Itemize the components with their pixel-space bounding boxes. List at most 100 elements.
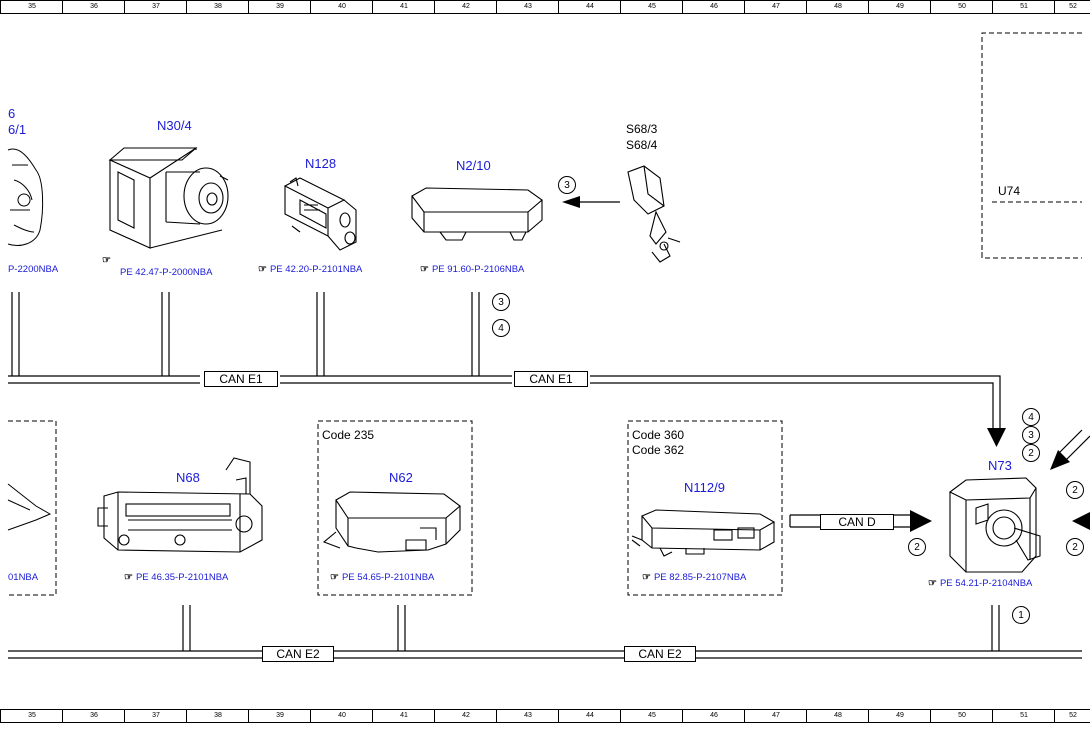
ref-text-n73: PE 54.21-P-2104NBA — [939, 578, 1033, 589]
ruler-cell: 43 — [496, 1, 559, 13]
partial-component-label-2: 6/1 — [8, 122, 27, 137]
ruler-cell: 39 — [248, 1, 311, 13]
pointing-hand-icon: ☞ — [928, 578, 937, 589]
s68-drawing — [627, 165, 681, 263]
can-d-bus — [789, 514, 910, 528]
partial-component-ref[interactable]: P-2200NBA — [8, 264, 59, 275]
callout-2: 2 — [1022, 444, 1040, 462]
ref-text-n2-10: PE 91.60-P-2106NBA — [431, 264, 525, 275]
u74-box — [981, 32, 1082, 259]
option-code-360: Code 360 — [632, 428, 685, 442]
s68-arrow — [562, 196, 580, 208]
ref-link-n30-4[interactable]: ☞ PE 42.47-P-2000NBA — [102, 255, 212, 279]
ruler-cell: 52 — [1054, 1, 1090, 13]
ref-link-n68[interactable]: ☞PE 46.35-P-2101NBA — [124, 572, 228, 584]
callout-2: 2 — [1066, 481, 1084, 499]
pointing-hand-icon: ☞ — [330, 572, 339, 583]
ref-text-n30-4: PE 42.47-P-2000NBA — [120, 267, 213, 278]
component-label-n30-4: N30/4 — [157, 118, 192, 133]
can-d-arrow — [910, 510, 932, 532]
ref-link-n112-9[interactable]: ☞PE 82.85-P-2107NBA — [642, 572, 746, 584]
callout-2: 2 — [908, 538, 926, 556]
callout-4: 4 — [1022, 408, 1040, 426]
ruler-cell: 45 — [620, 1, 683, 13]
ruler-cell: 48 — [806, 1, 869, 13]
ruler-cell: 51 — [992, 710, 1055, 722]
ruler-cell: 42 — [434, 1, 497, 13]
component-label-n62: N62 — [389, 470, 413, 485]
ruler-cell: 44 — [558, 1, 621, 13]
ruler-cell: 40 — [310, 1, 373, 13]
ruler-cell: 35 — [0, 1, 63, 13]
code360-box — [627, 420, 783, 596]
option-code-235: Code 235 — [322, 428, 375, 442]
callout-2: 2 — [1066, 538, 1084, 556]
callout-3: 3 — [558, 176, 576, 194]
can-e1-bus — [8, 292, 1001, 428]
partial-component-top — [7, 148, 44, 246]
bus-label-can-e2: CAN E2 — [262, 646, 334, 662]
ruler-cell: 35 — [0, 710, 63, 722]
ruler-cell: 44 — [558, 710, 621, 722]
ruler-cell: 40 — [310, 710, 373, 722]
bus-label-can-e1: CAN E1 — [514, 371, 588, 387]
ruler-cell: 51 — [992, 1, 1055, 13]
ruler-cell: 37 — [124, 1, 187, 13]
ref-text-n112-9: PE 82.85-P-2107NBA — [653, 572, 747, 583]
component-label-n112-9: N112/9 — [684, 480, 725, 495]
ruler-cell: 47 — [744, 1, 807, 13]
pointing-hand-icon: ☞ — [124, 572, 133, 583]
ref-link-n128[interactable]: ☞PE 42.20-P-2101NBA — [258, 264, 362, 276]
partial-component-ref-bottom[interactable]: 01NBA — [8, 572, 39, 583]
n62-drawing — [322, 491, 461, 553]
component-label-n68: N68 — [176, 470, 200, 485]
pointing-hand-icon: ☞ — [642, 572, 651, 583]
ruler-cell: 36 — [62, 1, 125, 13]
ruler-cell: 43 — [496, 710, 559, 722]
switch-label-s68-4: S68/4 — [626, 138, 658, 152]
bus-label-can-d: CAN D — [820, 514, 894, 530]
grid-ruler-bottom: 35 36 37 38 39 40 41 42 43 44 45 46 47 4… — [0, 709, 1090, 723]
component-label-n128: N128 — [305, 156, 337, 171]
ruler-cell: 46 — [682, 1, 745, 13]
ruler-cell: 50 — [930, 710, 993, 722]
can-e1-arrow — [987, 428, 1006, 447]
pointing-hand-icon: ☞ — [102, 255, 111, 266]
ruler-cell: 52 — [1054, 710, 1090, 722]
code235-box — [317, 420, 473, 596]
ref-link-n73[interactable]: ☞PE 54.21-P-2104NBA — [928, 578, 1032, 590]
ruler-cell: 36 — [62, 710, 125, 722]
can-e2-bus — [8, 605, 1082, 659]
right-arrow-left — [1072, 512, 1090, 530]
callout-3: 3 — [1022, 426, 1040, 444]
pointing-hand-icon: ☞ — [420, 264, 429, 275]
n2-10-drawing — [411, 187, 543, 241]
switch-label-s68-3: S68/3 — [626, 122, 658, 136]
left-partial-box — [8, 420, 57, 596]
ruler-cell: 42 — [434, 710, 497, 722]
ruler-cell: 49 — [868, 1, 931, 13]
grid-ruler-top: 35 36 37 38 39 40 41 42 43 44 45 46 47 4… — [0, 0, 1090, 14]
ruler-cell: 50 — [930, 1, 993, 13]
n68-drawing — [97, 457, 263, 553]
callout-3: 3 — [492, 293, 510, 311]
component-label-n73: N73 — [988, 458, 1012, 473]
n128-drawing — [283, 177, 357, 251]
component-label-n2-10: N2/10 — [456, 158, 491, 173]
ruler-cell: 38 — [186, 1, 249, 13]
ref-link-n2-10[interactable]: ☞PE 91.60-P-2106NBA — [420, 264, 524, 276]
ruler-cell: 48 — [806, 710, 869, 722]
ref-text-n62: PE 54.65-P-2101NBA — [341, 572, 435, 583]
pointing-hand-icon: ☞ — [258, 264, 267, 275]
ref-link-n62[interactable]: ☞PE 54.65-P-2101NBA — [330, 572, 434, 584]
ruler-cell: 47 — [744, 710, 807, 722]
ruler-cell: 38 — [186, 710, 249, 722]
partial-component-label-1: 6 — [8, 106, 16, 121]
ref-text-n128: PE 42.20-P-2101NBA — [269, 264, 363, 275]
module-label-u74: U74 — [998, 184, 1021, 198]
bus-label-can-e1: CAN E1 — [204, 371, 278, 387]
callout-4: 4 — [492, 319, 510, 337]
right-arrow-diag — [1050, 450, 1070, 470]
